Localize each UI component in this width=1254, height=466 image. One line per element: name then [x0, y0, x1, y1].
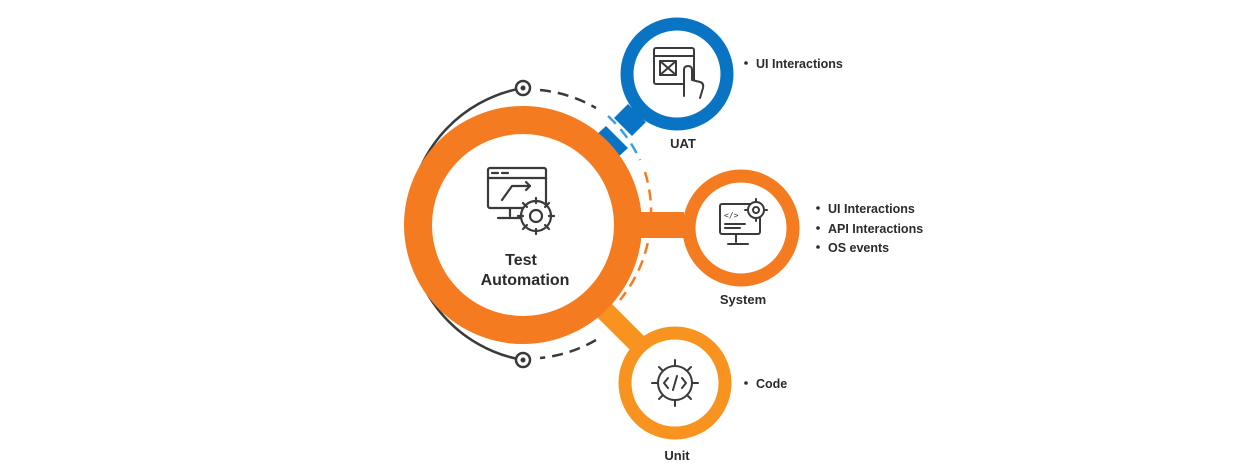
bullet-item: API Interactions — [828, 222, 923, 236]
dashed-arc-dark-top — [539, 88, 597, 110]
bullet-dot — [744, 61, 748, 65]
node-unit-bullets: Code — [744, 377, 787, 391]
connector-uat — [593, 126, 628, 160]
svg-text:</>: </> — [724, 211, 739, 220]
connector-unit — [596, 302, 644, 350]
node-system-bullets: UI Interactions API Interactions OS even… — [816, 202, 923, 255]
arc-end-dot-bottom-inner — [520, 357, 526, 363]
bullet-item: UI Interactions — [756, 57, 843, 71]
connector-uat-outer — [614, 104, 646, 136]
dashed-arc-dark-bottom — [539, 338, 597, 360]
monitor-gear-icon — [486, 166, 556, 236]
monitor-code-gear-icon: </> — [719, 198, 768, 245]
arc-end-dot-top-inner — [520, 85, 526, 91]
node-unit-label: Unit — [664, 448, 690, 463]
bullet-dot — [744, 381, 748, 385]
bullet-dot — [816, 206, 820, 210]
connector-system — [634, 212, 684, 238]
bullet-dot — [816, 245, 820, 249]
bullet-item: Code — [756, 377, 787, 391]
bullet-dot — [816, 226, 820, 230]
center-title-line2: Automation — [481, 272, 570, 289]
center-title-line1: Test — [505, 252, 537, 269]
node-system-label: System — [720, 292, 766, 307]
bullet-item: UI Interactions — [828, 202, 915, 216]
browser-click-icon — [653, 47, 705, 99]
gear-code-icon — [651, 359, 699, 407]
node-uat-label: UAT — [670, 136, 696, 151]
node-uat-bullets: UI Interactions — [744, 57, 843, 71]
bullet-item: OS events — [828, 241, 889, 255]
dashed-arc-blue — [607, 115, 642, 161]
